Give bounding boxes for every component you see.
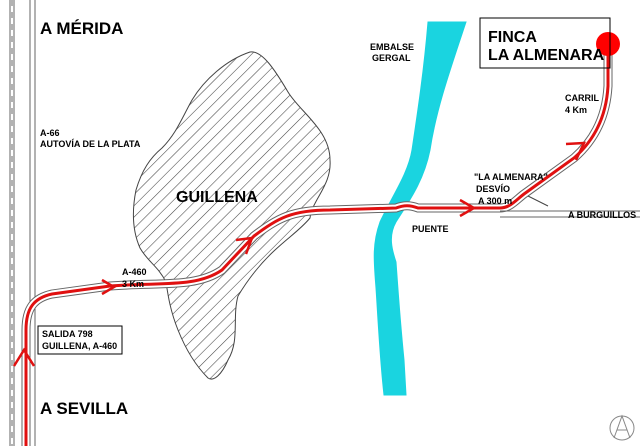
label-a460-km: 3 Km [122, 279, 144, 289]
label-a66: A-66 [40, 128, 60, 138]
destination-marker [596, 32, 620, 56]
finca-box [479, 17, 611, 69]
river [373, 21, 467, 396]
label-a300: A 300 m [478, 196, 512, 206]
label-almenara-quote: "LA ALMENARA" [474, 172, 548, 182]
route-line [24, 46, 610, 446]
label-burguillos: A BURGUILLOS [568, 210, 636, 220]
label-a460: A-460 [122, 267, 147, 277]
label-salida-1: SALIDA 798 [42, 329, 93, 339]
label-finca-2: LA ALMENARA [488, 47, 605, 64]
arrow-marker [565, 141, 587, 161]
arrow-marker [12, 347, 36, 367]
label-carril-km: 4 Km [565, 105, 587, 115]
label-desvio: DESVÍO [476, 184, 510, 194]
label-town: GUILLENA [176, 189, 258, 206]
label-salida-2: GUILLENA, A-460 [42, 341, 117, 351]
arrow-marker [459, 198, 477, 218]
label-carril: CARRIL [565, 93, 599, 103]
burguillos-pointer [527, 195, 549, 207]
label-sevilla: A SEVILLA [40, 399, 128, 418]
label-gergal: GERGAL [372, 53, 411, 63]
road-outline [21, 46, 640, 446]
label-autovia: AUTOVÍA DE LA PLATA [40, 139, 141, 149]
salida-box [37, 325, 123, 355]
label-embalse: EMBALSE [370, 42, 414, 52]
arrow-marker [101, 278, 117, 296]
label-finca-1: FINCA [488, 29, 537, 46]
arrow-marker [235, 236, 254, 255]
compass-logo-icon [609, 414, 635, 441]
label-merida: A MÉRIDA [40, 19, 123, 38]
town-area [132, 51, 331, 380]
route-arrows [12, 141, 587, 367]
label-puente: PUENTE [412, 224, 449, 234]
